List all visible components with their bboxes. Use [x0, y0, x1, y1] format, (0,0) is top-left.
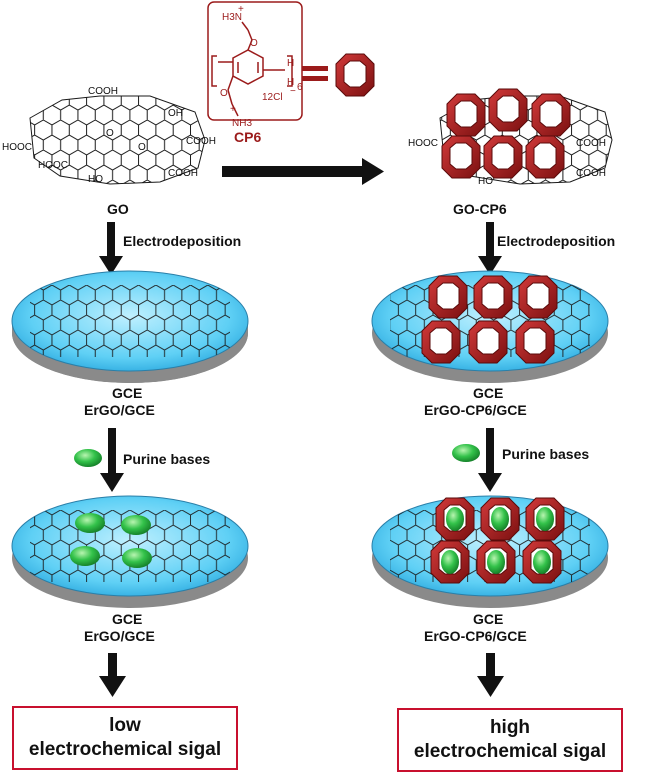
cp6-h-upper: H — [287, 58, 294, 69]
cp6-chloride: 12Cl — [262, 92, 283, 103]
result-box-high: high electrochemical sigal — [397, 708, 623, 772]
result-low-line2: electrochemical sigal — [28, 739, 222, 760]
arrow-result-left — [99, 653, 126, 697]
step-electro-right: Electrodeposition — [497, 233, 615, 249]
go-hooc-left: HOOC — [2, 142, 32, 153]
cp6-oxygen-top: O — [250, 38, 258, 49]
go-cooh-right: COOH — [186, 136, 216, 147]
go-oh-top: OH — [168, 108, 183, 119]
gce-label-3: GCE — [112, 611, 142, 627]
go-label: GO — [107, 201, 129, 217]
cp6-h3n: H3N — [222, 12, 242, 23]
arrow-purine-left — [100, 428, 124, 492]
electrode-ergo-cp6-1 — [371, 270, 609, 383]
gce-label-1: GCE — [112, 385, 142, 401]
cp6-structure — [207, 1, 303, 121]
result-low-line1: low — [109, 715, 141, 736]
arrow-result-right — [477, 653, 504, 697]
cp6-name: CP6 — [234, 129, 261, 145]
purine-icon-left — [74, 449, 102, 467]
gocp6-hooc: HOOC — [408, 138, 438, 149]
electrode-ergo-1 — [11, 270, 249, 383]
go-cooh-top: COOH — [88, 86, 118, 97]
go-sheet — [29, 95, 206, 185]
gocp6-ho: HO — [478, 176, 493, 187]
step-purine-right: Purine bases — [502, 446, 589, 462]
cp6-oxygen-bottom: O — [220, 88, 228, 99]
arrow-electro-left — [99, 222, 123, 275]
cp6-hexagon-symbol — [335, 53, 375, 97]
go-cp6-sheet — [439, 88, 613, 185]
electrode-ergo-cp6-2 — [371, 495, 609, 608]
ergo-gce-label-1: ErGO/GCE — [84, 402, 155, 418]
step-electro-left: Electrodeposition — [123, 233, 241, 249]
gocp6-cooh-bottom: COOH — [576, 168, 606, 179]
arrow-purine-right — [478, 428, 502, 492]
cp6-plus-top: + — [238, 4, 244, 15]
go-cooh-bottom: COOH — [168, 168, 198, 179]
go-ho-bottom: HO — [88, 174, 103, 185]
result-high-line2: electrochemical sigal — [413, 741, 607, 762]
ergo-cp6-gce-label-1: ErGO-CP6/GCE — [424, 402, 527, 418]
gocp6-label: GO-CP6 — [453, 201, 507, 217]
electrode-ergo-2 — [11, 495, 249, 608]
go-oxygen-center-1: O — [106, 128, 114, 139]
cp6-plus-bottom: + — [230, 104, 236, 115]
cp6-subscript-six: 6 — [297, 82, 303, 93]
gce-label-4: GCE — [473, 611, 503, 627]
ergo-gce-label-2: ErGO/GCE — [84, 628, 155, 644]
gce-label-2: GCE — [473, 385, 503, 401]
cp6-h-lower: H — [287, 77, 294, 88]
step-purine-left: Purine bases — [123, 451, 210, 467]
cp6-nh3: NH3 — [232, 118, 252, 129]
result-high-line1: high — [489, 717, 531, 738]
reaction-arrow — [222, 158, 384, 185]
arrow-electro-right — [478, 222, 502, 275]
purine-icon-right — [452, 444, 480, 462]
equals-sign — [302, 66, 328, 81]
go-oxygen-center-2: O — [138, 142, 146, 153]
go-hooc-bottom: HOOC — [38, 160, 68, 171]
gocp6-cooh-top: COOH — [576, 138, 606, 149]
cp6-chloride-minus: − — [290, 86, 296, 97]
result-box-low: low electrochemical sigal — [12, 706, 238, 770]
ergo-cp6-gce-label-2: ErGO-CP6/GCE — [424, 628, 527, 644]
